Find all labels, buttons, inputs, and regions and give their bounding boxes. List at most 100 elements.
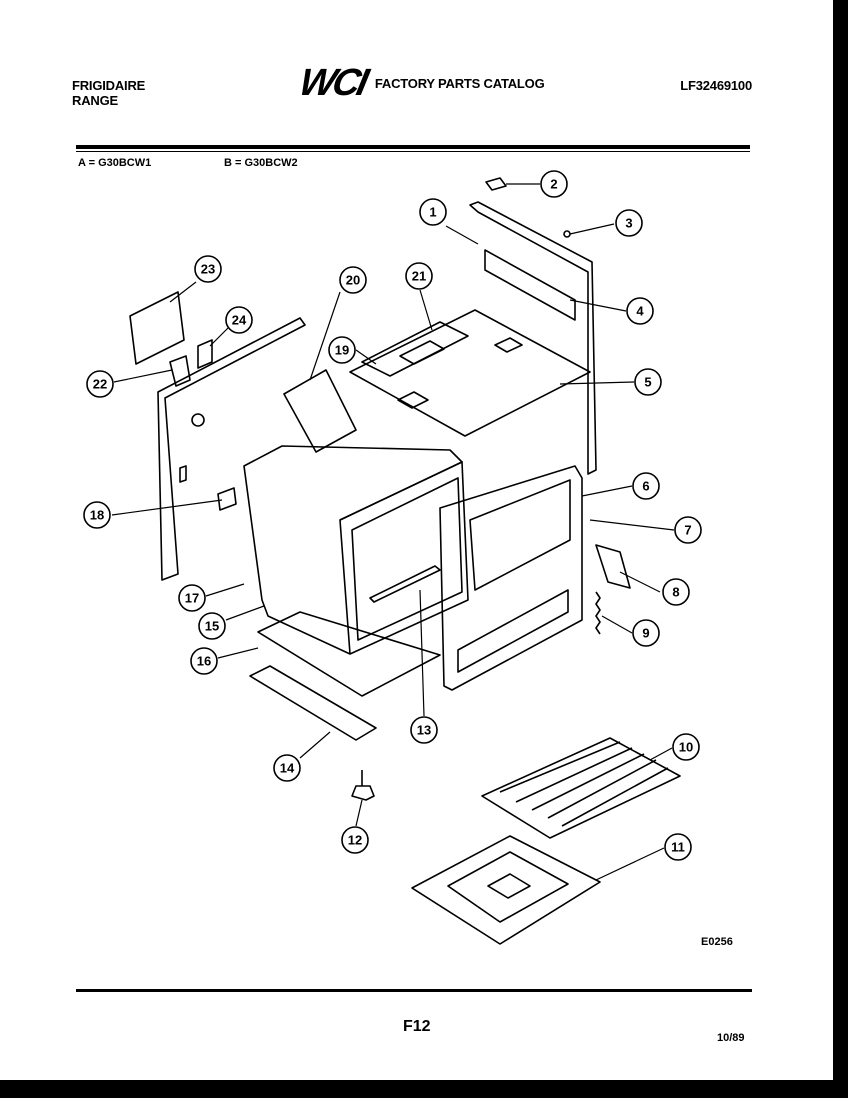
leader-line-8 xyxy=(619,571,661,593)
callout-18-label: 18 xyxy=(90,508,104,523)
leader-line-15 xyxy=(225,605,265,621)
callout-1: 1 xyxy=(419,198,447,226)
callout-7: 7 xyxy=(674,516,702,544)
callout-24: 24 xyxy=(225,306,253,334)
callout-20: 20 xyxy=(339,266,367,294)
side-panel xyxy=(157,317,306,581)
callout-21-label: 21 xyxy=(412,269,426,284)
back-panel xyxy=(469,201,597,475)
leader-line-5 xyxy=(559,381,635,385)
oven-liner-opening xyxy=(339,461,469,655)
callout-14: 14 xyxy=(273,754,301,782)
vent-duct xyxy=(283,369,357,453)
leader-line-11 xyxy=(595,847,665,881)
side-panel-hole xyxy=(191,413,205,427)
callout-20-label: 20 xyxy=(346,273,360,288)
vent-bracket xyxy=(361,321,469,377)
page-number: F12 xyxy=(403,1018,431,1035)
leader-line-7 xyxy=(589,519,675,531)
leader-line-22 xyxy=(113,369,173,383)
insulator-part xyxy=(197,339,213,369)
callout-1-label: 1 xyxy=(429,205,436,220)
catalog-heading: WCI FACTORY PARTS CATALOG xyxy=(296,62,545,104)
model-a: A = G30BCW1 xyxy=(78,157,152,169)
oven-rail xyxy=(369,565,441,603)
broiler-pan-center xyxy=(487,873,531,899)
callout-17-label: 17 xyxy=(185,591,199,606)
leader-line-4 xyxy=(569,299,627,312)
leader-line-17 xyxy=(205,583,245,597)
footer-rule xyxy=(76,989,752,992)
oven-cavity xyxy=(351,477,463,641)
leader-line-3 xyxy=(569,223,615,235)
callout-2: 2 xyxy=(540,170,568,198)
callout-21: 21 xyxy=(405,262,433,290)
leader-line-23 xyxy=(169,281,197,303)
leader-line-9 xyxy=(601,615,633,634)
callout-6: 6 xyxy=(632,472,660,500)
leader-line-19 xyxy=(355,349,377,365)
callout-22-label: 22 xyxy=(93,377,107,392)
scan-border-bottom xyxy=(0,1080,848,1098)
leader-line-16 xyxy=(217,647,259,659)
leader-line-14 xyxy=(299,731,331,759)
leader-line-24 xyxy=(209,327,229,347)
callout-11-label: 11 xyxy=(671,840,685,855)
callout-11: 11 xyxy=(664,833,692,861)
front-frame-window xyxy=(469,479,571,591)
callout-7-label: 7 xyxy=(684,523,691,538)
bottom-panel xyxy=(257,611,441,697)
leader-line-13 xyxy=(419,589,425,717)
callout-13: 13 xyxy=(410,716,438,744)
callout-8-label: 8 xyxy=(672,585,679,600)
broiler-pan-inner xyxy=(447,851,569,923)
vent-bracket-slot xyxy=(399,340,445,365)
figure-id: E0256 xyxy=(701,936,733,948)
callout-12: 12 xyxy=(341,826,369,854)
catalog-number: LF32469100 xyxy=(680,78,752,93)
top-panel-cutout xyxy=(397,391,429,409)
callout-3: 3 xyxy=(615,209,643,237)
callout-23-label: 23 xyxy=(201,262,215,277)
callout-14-label: 14 xyxy=(280,761,295,776)
callout-19-label: 19 xyxy=(335,343,349,358)
hinge-spring xyxy=(595,591,601,635)
callout-3-label: 3 xyxy=(625,216,632,231)
leader-line-21 xyxy=(419,289,433,331)
callout-9-label: 9 xyxy=(642,626,649,641)
callout-8: 8 xyxy=(662,578,690,606)
catalog-date: 10/89 xyxy=(717,1032,745,1044)
callout-4: 4 xyxy=(626,297,654,325)
product-type: RANGE xyxy=(72,93,118,108)
leader-line-18 xyxy=(111,499,223,516)
leader-line-12 xyxy=(355,799,363,827)
side-panel-tab xyxy=(179,465,187,483)
oven-rack xyxy=(481,737,681,839)
header-rule xyxy=(76,145,750,149)
callout-4-label: 4 xyxy=(636,304,644,319)
front-frame xyxy=(439,465,583,691)
oven-rack-wires xyxy=(499,741,669,827)
header-rule-thin xyxy=(76,151,750,152)
top-panel-cutout-2 xyxy=(494,337,523,353)
callout-16-label: 16 xyxy=(197,654,211,669)
hinge xyxy=(595,544,631,589)
catalog-title: FACTORY PARTS CATALOG xyxy=(374,75,545,91)
callout-13-label: 13 xyxy=(417,723,431,738)
callout-15-label: 15 xyxy=(205,619,219,634)
callout-24-label: 24 xyxy=(232,313,247,328)
callout-5: 5 xyxy=(634,368,662,396)
callout-5-label: 5 xyxy=(644,375,651,390)
callout-2-label: 2 xyxy=(550,177,557,192)
model-b: B = G30BCW2 xyxy=(224,157,298,169)
back-panel-vent xyxy=(484,249,576,321)
callout-18: 18 xyxy=(83,501,111,529)
callout-22: 22 xyxy=(86,370,114,398)
front-frame-lower xyxy=(457,589,569,673)
callout-16: 16 xyxy=(190,647,218,675)
screw xyxy=(563,230,571,238)
leader-line-1 xyxy=(445,225,479,245)
callout-9: 9 xyxy=(632,619,660,647)
leveler xyxy=(351,785,375,801)
